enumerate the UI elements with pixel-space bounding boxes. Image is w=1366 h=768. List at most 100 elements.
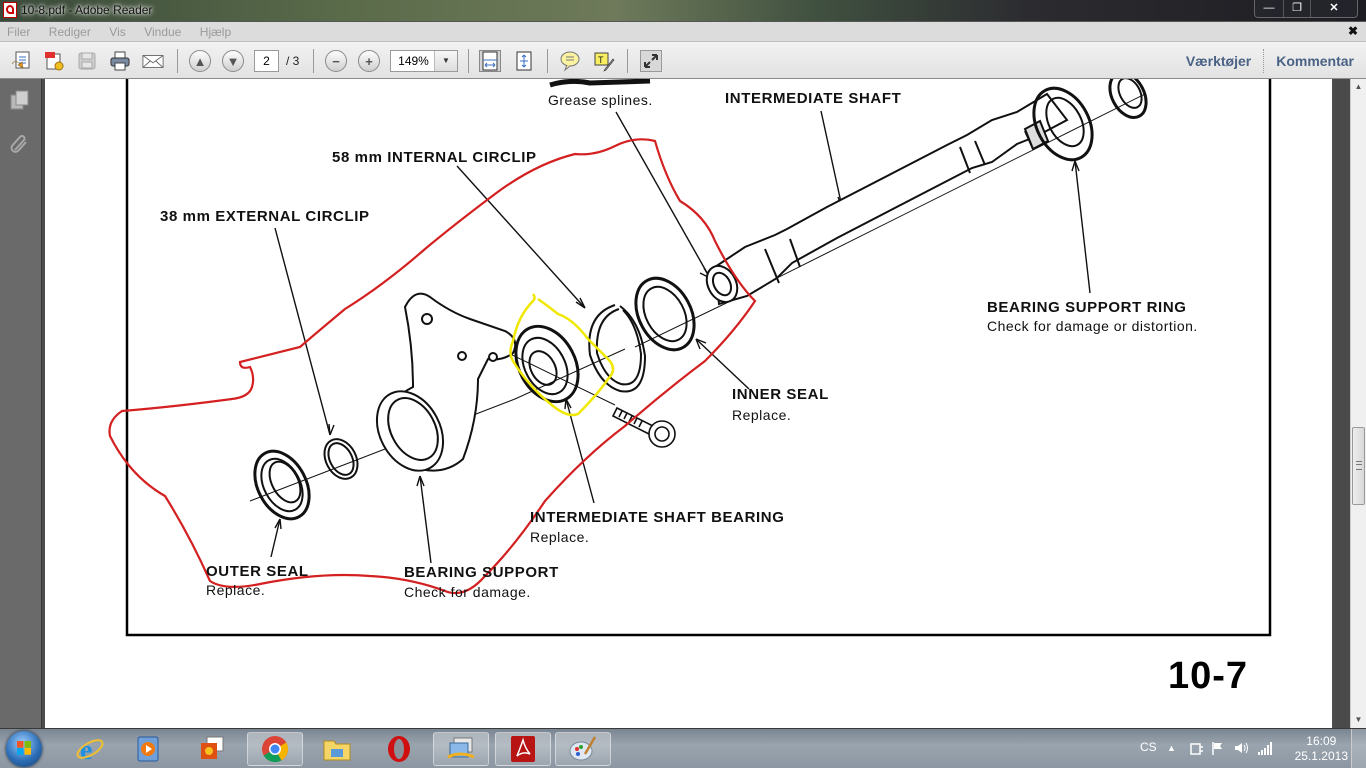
title-bar: 10-8.pdf - Adobe Reader — ❐ ✕ — [0, 0, 1366, 21]
bearing-support-note: Check for damage. — [404, 584, 531, 600]
intermediate-shaft-bearing-note: Replace. — [530, 529, 590, 545]
window-controls: — ❐ ✕ — [1254, 0, 1358, 18]
email-button[interactable] — [142, 50, 164, 72]
opera-icon — [388, 736, 410, 762]
taskbar-chrome[interactable] — [247, 732, 303, 766]
label-intermediate-shaft-bearing: INTERMEDIATE SHAFT BEARING — [530, 509, 785, 526]
clock[interactable]: 16:09 25.1.2013 — [1295, 734, 1348, 764]
highlight-text-button[interactable]: T — [593, 50, 615, 72]
zoom-out-icon: − — [325, 50, 347, 72]
next-page-icon: ▼ — [222, 50, 244, 72]
volume-icon[interactable] — [1234, 741, 1248, 758]
tools-link[interactable]: Værktøjer — [1185, 52, 1252, 69]
pages-panel-button[interactable] — [9, 89, 31, 111]
window-title: 10-8.pdf - Adobe Reader — [21, 3, 153, 17]
scroll-thumb[interactable] — [1352, 427, 1365, 505]
adobe-reader-icon — [511, 736, 535, 762]
minimize-button[interactable]: — — [1255, 0, 1283, 17]
print-icon — [110, 51, 130, 71]
create-pdf-button[interactable] — [10, 50, 32, 72]
language-indicator[interactable]: CS — [1140, 740, 1157, 754]
start-button[interactable] — [6, 731, 42, 767]
clock-date: 25.1.2013 — [1294, 749, 1348, 763]
menu-vindue[interactable]: Vindue — [144, 25, 182, 39]
fit-page-icon — [516, 51, 532, 71]
action-center-flag-icon[interactable] — [1211, 741, 1225, 758]
menu-rediger[interactable]: Rediger — [48, 25, 91, 39]
grease-splines-note: Grease splines. — [548, 92, 653, 108]
label-58mm-internal-circlip: 58 mm INTERNAL CIRCLIP — [332, 149, 537, 166]
toolbar-separator — [468, 49, 469, 73]
email-icon — [142, 55, 164, 68]
photo-gallery-icon — [201, 736, 224, 759]
toolbar-separator — [177, 49, 178, 73]
print-button[interactable] — [109, 50, 131, 72]
fullscreen-button[interactable] — [640, 50, 662, 72]
fit-width-button[interactable] — [479, 50, 501, 72]
menu-vis[interactable]: Vis — [109, 25, 126, 39]
bearing-support-ring-note: Check for damage or distortion. — [987, 318, 1198, 334]
svg-text:T: T — [598, 55, 604, 65]
highlight-text-icon: T — [594, 52, 615, 72]
label-inner-seal: INNER SEAL — [732, 386, 829, 403]
label-bearing-support: BEARING SUPPORT — [404, 564, 559, 581]
save-button[interactable] — [76, 50, 98, 72]
menu-filer[interactable]: Filer — [7, 25, 31, 39]
scroll-down-button[interactable]: ▼ — [1354, 715, 1363, 724]
outer-seal-part — [253, 449, 311, 521]
taskbar-photo-gallery[interactable] — [184, 732, 240, 766]
printed-page-number: 10-7 — [1168, 655, 1249, 697]
taskbar-media-player[interactable] — [120, 732, 176, 766]
comment-icon — [560, 51, 580, 72]
page-number-input[interactable]: 2 — [254, 50, 279, 72]
inner-seal-part — [634, 276, 696, 352]
taskbar-file-explorer[interactable] — [309, 732, 365, 766]
zoom-out-button[interactable]: − — [325, 50, 347, 72]
prev-page-icon: ▲ — [189, 50, 211, 72]
label-38mm-external-circlip: 38 mm EXTERNAL CIRCLIP — [160, 208, 370, 225]
toolbar-separator — [627, 49, 628, 73]
clock-time: 16:09 — [1306, 734, 1337, 748]
close-window-button[interactable]: ✕ — [1310, 0, 1357, 17]
internal-circlip-part — [588, 304, 647, 393]
grease-stub — [549, 79, 651, 88]
show-hidden-icons-button[interactable]: ▲ — [1167, 743, 1176, 753]
zoom-select[interactable]: 149% ▼ — [390, 50, 458, 72]
close-document-button[interactable]: ✖ — [1347, 24, 1358, 38]
file-explorer-icon — [323, 740, 351, 761]
document-view[interactable]: Grease splines. INTERMEDIATE SHAFT 58 mm… — [42, 79, 1335, 728]
taskbar-opera[interactable] — [371, 732, 427, 766]
chevron-down-icon[interactable]: ▼ — [434, 51, 457, 71]
intermediate-shaft-bearing-part — [514, 324, 580, 404]
toolbar-separator — [313, 49, 314, 73]
next-page-button[interactable]: ▼ — [222, 50, 244, 72]
red-annotation-outline — [108, 138, 757, 595]
intermediate-shaft-part — [705, 92, 1069, 306]
taskbar-internet-explorer[interactable]: e — [62, 732, 118, 766]
toolbar-separator — [547, 49, 548, 73]
inner-seal-note: Replace. — [732, 407, 792, 423]
right-panel-links: Værktøjer Kommentar — [1174, 42, 1366, 79]
comment-link[interactable]: Kommentar — [1276, 52, 1354, 69]
save-icon — [78, 52, 96, 70]
vertical-scrollbar[interactable]: ▲ ▼ — [1350, 79, 1366, 728]
taskbar-adobe-reader[interactable] — [495, 732, 551, 766]
previous-page-button[interactable]: ▲ — [189, 50, 211, 72]
pages-icon — [10, 90, 29, 110]
menu-hjaelp[interactable]: Hjælp — [199, 25, 232, 39]
fit-page-button[interactable] — [513, 50, 535, 72]
show-desktop-button[interactable] — [1351, 729, 1366, 768]
network-signal-icon[interactable] — [1257, 741, 1273, 758]
taskbar-paint[interactable] — [555, 732, 611, 766]
taskbar-outlook[interactable] — [433, 732, 489, 766]
sticky-note-button[interactable] — [559, 50, 581, 72]
scroll-up-button[interactable]: ▲ — [1354, 82, 1363, 91]
windows-taskbar: e CS ▲ 16:09 — [0, 728, 1366, 768]
maximize-button[interactable]: ❐ — [1283, 0, 1310, 17]
convert-button[interactable] — [43, 50, 65, 72]
zoom-in-button[interactable]: + — [358, 50, 380, 72]
power-icon[interactable] — [1190, 741, 1204, 758]
zoom-value[interactable]: 149% — [398, 54, 429, 68]
attachments-panel-button[interactable] — [9, 133, 31, 155]
external-circlip-part — [323, 438, 359, 480]
